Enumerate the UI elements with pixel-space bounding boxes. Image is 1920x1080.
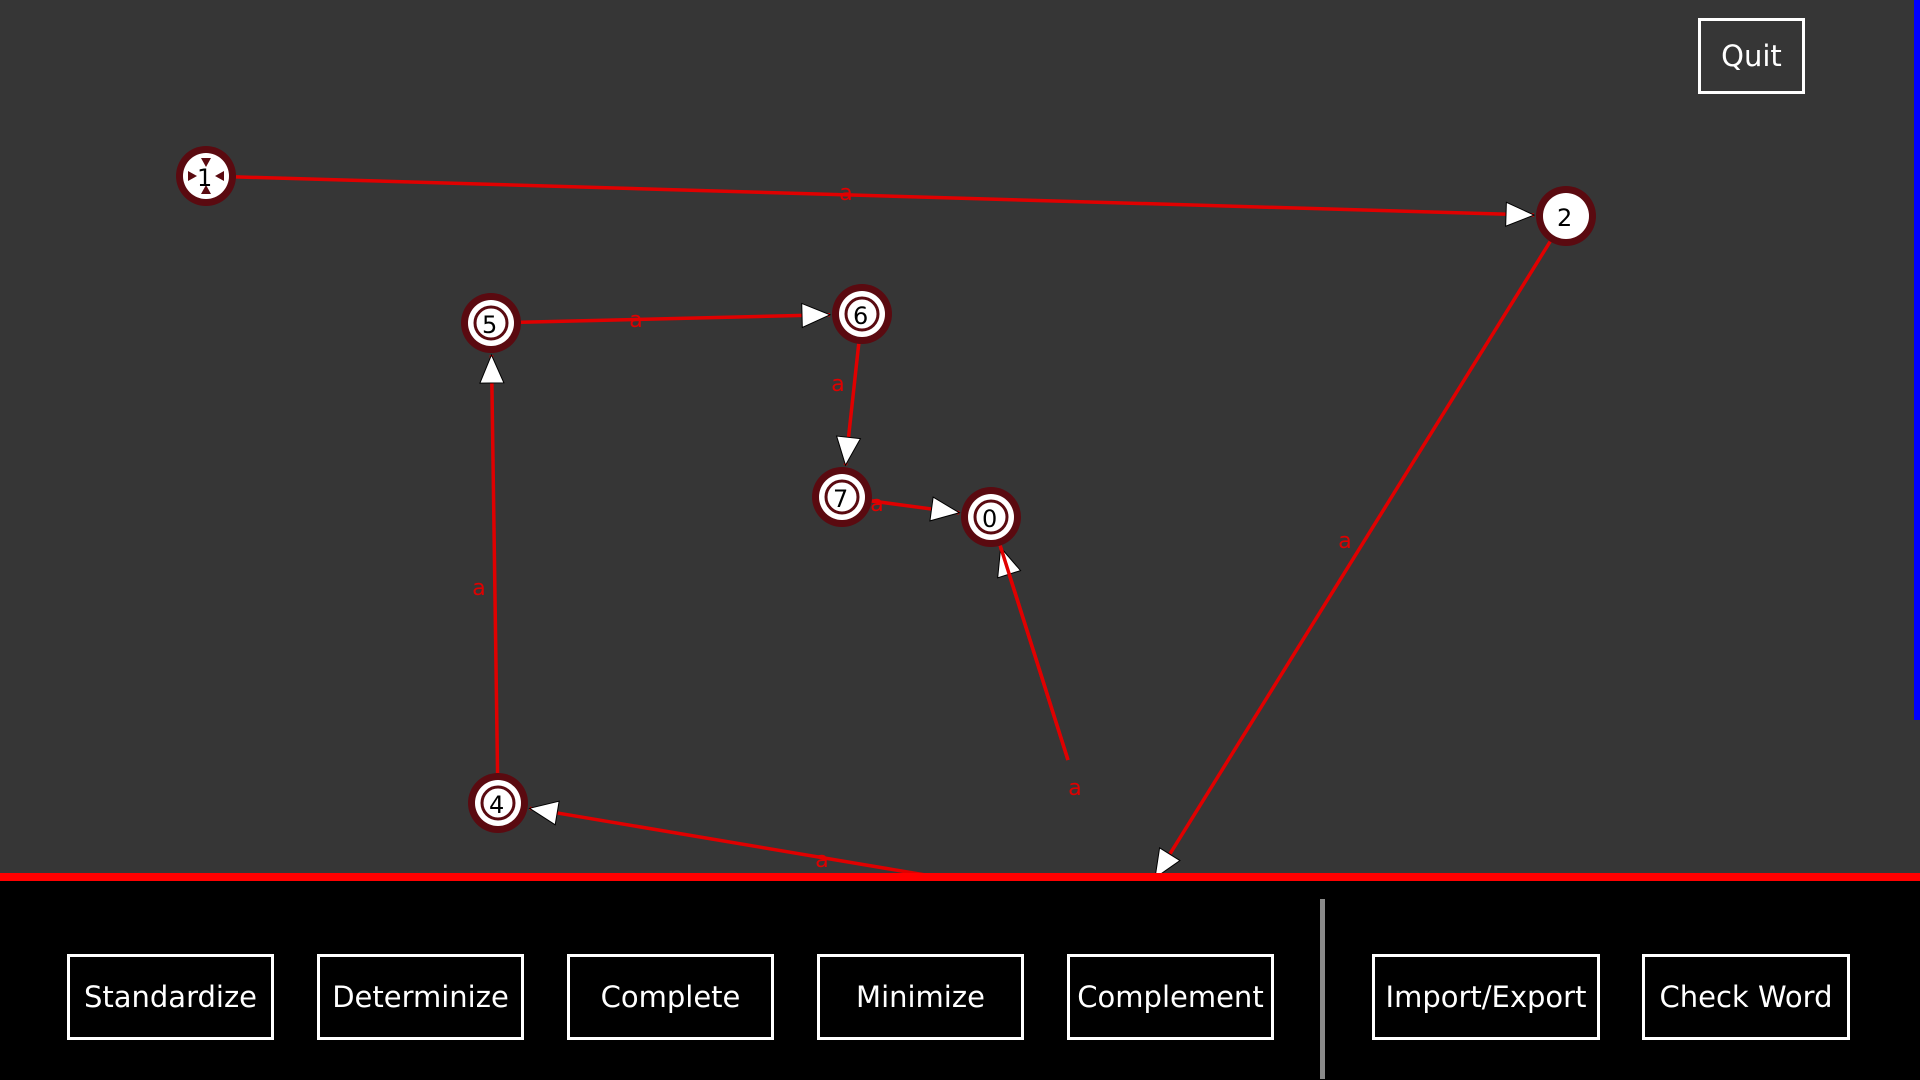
transition-edge[interactable] bbox=[998, 544, 1070, 761]
state-node-4[interactable]: 4 bbox=[468, 773, 528, 833]
transition-label: a bbox=[839, 181, 852, 206]
minimize-button[interactable]: Minimize bbox=[817, 954, 1024, 1040]
state-node-5[interactable]: 5 bbox=[461, 293, 521, 353]
state-node-6[interactable]: 6 bbox=[832, 284, 892, 344]
quit-button[interactable]: Quit bbox=[1698, 18, 1805, 94]
transition-label: a bbox=[815, 848, 828, 873]
transition-edge[interactable] bbox=[520, 313, 831, 325]
transition-arrowhead bbox=[479, 353, 505, 384]
state-label: 5 bbox=[482, 311, 497, 339]
transition-arrowhead bbox=[1505, 201, 1536, 227]
complement-button[interactable]: Complement bbox=[1067, 954, 1274, 1040]
state-label: 1 bbox=[197, 164, 212, 192]
transition-arrowhead bbox=[835, 435, 862, 467]
state-label: 2 bbox=[1557, 204, 1572, 232]
state-node-7[interactable]: 7 bbox=[812, 467, 872, 527]
transition-label: a bbox=[629, 308, 642, 333]
state-label: 0 bbox=[982, 505, 997, 533]
state-node-1[interactable]: 1 bbox=[176, 146, 236, 206]
transition-label: a bbox=[831, 372, 844, 397]
transition-arrowhead bbox=[1155, 847, 1181, 873]
check-word-button[interactable]: Check Word bbox=[1642, 954, 1850, 1040]
transition-edge[interactable] bbox=[235, 175, 1535, 217]
standardize-button[interactable]: Standardize bbox=[67, 954, 274, 1040]
transition-arrowhead bbox=[929, 496, 961, 522]
state-label: 6 bbox=[853, 302, 868, 330]
scroll-indicator[interactable] bbox=[1914, 0, 1920, 720]
transition-arrowhead bbox=[801, 302, 832, 329]
state-label: 7 bbox=[833, 485, 848, 513]
initial-marker-icon bbox=[188, 171, 197, 181]
initial-marker-icon bbox=[201, 158, 211, 167]
transition-label: a bbox=[472, 576, 485, 601]
toolbar-separator bbox=[1320, 899, 1325, 1079]
transition-edge[interactable] bbox=[489, 354, 500, 774]
transition-label: a bbox=[1338, 529, 1351, 554]
determinize-button[interactable]: Determinize bbox=[317, 954, 524, 1040]
import-export-button[interactable]: Import/Export bbox=[1372, 954, 1600, 1040]
initial-marker-icon bbox=[201, 185, 211, 194]
transition-edge[interactable] bbox=[529, 806, 955, 880]
transition-label: a bbox=[1068, 776, 1081, 801]
transition-edge[interactable] bbox=[1155, 240, 1552, 878]
transition-arrowhead bbox=[528, 800, 560, 826]
initial-marker-icon bbox=[215, 171, 224, 181]
state-label: 4 bbox=[489, 791, 504, 819]
complete-button[interactable]: Complete bbox=[567, 954, 774, 1040]
state-node-2[interactable]: 2 bbox=[1536, 186, 1596, 246]
transition-label: a bbox=[870, 492, 883, 517]
toolbar: Standardize Determinize Complete Minimiz… bbox=[0, 873, 1920, 1080]
state-node-0[interactable]: 0 bbox=[961, 487, 1021, 547]
